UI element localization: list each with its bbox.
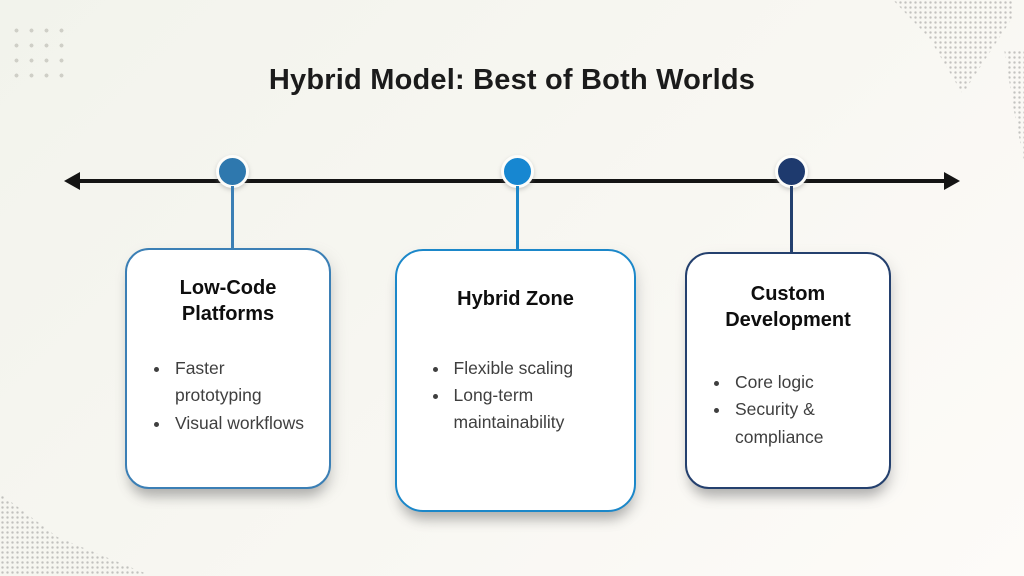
card-title: Custom Development bbox=[725, 283, 851, 331]
arrow-right-icon bbox=[944, 172, 960, 190]
card-bullet-list: Faster prototyping Visual workflows bbox=[151, 355, 305, 437]
connector-hybrid-zone bbox=[516, 186, 519, 250]
arrow-left-icon bbox=[64, 172, 80, 190]
dot-grid-decoration bbox=[6, 20, 64, 78]
timeline-node-custom-dev bbox=[775, 155, 808, 188]
card-title: Low-Code Platforms bbox=[179, 277, 277, 325]
timeline-node-low-code bbox=[216, 155, 249, 188]
bullet-item: Security & compliance bbox=[731, 396, 865, 451]
timeline-node-hybrid-zone bbox=[501, 155, 534, 188]
bullet-item: Core logic bbox=[731, 369, 865, 396]
bullet-item: Visual workflows bbox=[171, 410, 305, 437]
card-custom-development: Custom Development Core logic Security &… bbox=[685, 252, 891, 489]
card-hybrid-zone: Hybrid Zone Flexible scaling Long-term m… bbox=[395, 249, 636, 512]
card-bullet-list: Core logic Security & compliance bbox=[711, 369, 865, 451]
connector-custom-dev bbox=[790, 186, 793, 253]
card-bullet-list: Flexible scaling Long-term maintainabili… bbox=[430, 355, 602, 437]
card-title: Hybrid Zone bbox=[457, 288, 574, 310]
halftone-decoration-bottom-left bbox=[0, 493, 152, 576]
card-low-code-platforms: Low-Code Platforms Faster prototyping Vi… bbox=[125, 248, 331, 489]
bullet-item: Long-term maintainability bbox=[450, 382, 602, 437]
bullet-item: Flexible scaling bbox=[450, 355, 602, 382]
page-title: Hybrid Model: Best of Both Worlds bbox=[268, 64, 756, 96]
connector-low-code bbox=[231, 186, 234, 249]
bullet-item: Faster prototyping bbox=[171, 355, 305, 410]
